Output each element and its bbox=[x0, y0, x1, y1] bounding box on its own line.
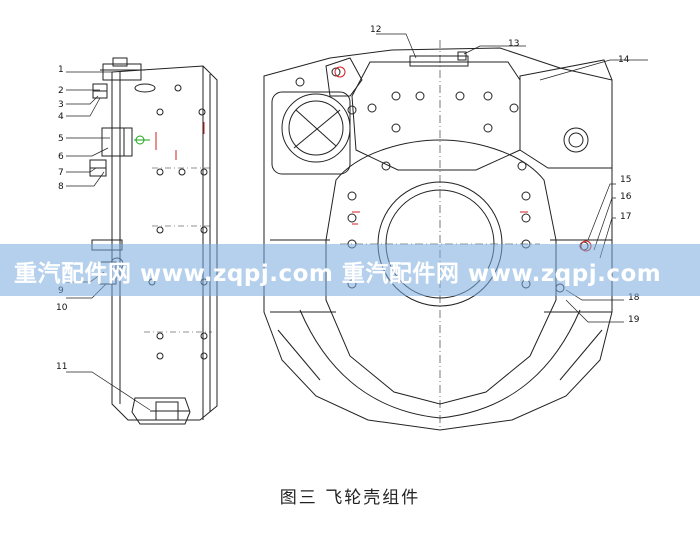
watermark-band bbox=[0, 244, 700, 296]
callout-1: 1 bbox=[58, 65, 64, 75]
callout-14: 14 bbox=[618, 55, 630, 65]
callout-17: 17 bbox=[620, 212, 631, 222]
watermark: 重汽配件网 www.zqpj.com 重汽配件网 www.zqpj.com bbox=[14, 261, 662, 287]
callout-19: 19 bbox=[628, 315, 640, 325]
callout-8: 8 bbox=[58, 182, 64, 192]
front-view bbox=[263, 40, 613, 431]
callout-16: 16 bbox=[620, 192, 632, 202]
callout-7: 7 bbox=[58, 168, 64, 178]
callout-15: 15 bbox=[620, 175, 631, 185]
side-view bbox=[89, 57, 218, 425]
callout-11: 11 bbox=[56, 362, 67, 372]
callout-18: 18 bbox=[628, 293, 640, 303]
callout-12: 12 bbox=[370, 25, 381, 35]
callout-numbers: 1 2 3 4 5 6 7 8 9 10 11 12 13 14 15 16 1… bbox=[56, 25, 640, 372]
callout-4: 4 bbox=[58, 112, 64, 122]
callout-2: 2 bbox=[58, 86, 64, 96]
figure-caption: 图三 飞轮壳组件 bbox=[279, 488, 421, 508]
callout-3: 3 bbox=[58, 100, 64, 110]
callout-10: 10 bbox=[56, 303, 68, 313]
callout-13: 13 bbox=[508, 39, 519, 49]
callout-6: 6 bbox=[58, 152, 64, 162]
callout-5: 5 bbox=[58, 134, 64, 144]
